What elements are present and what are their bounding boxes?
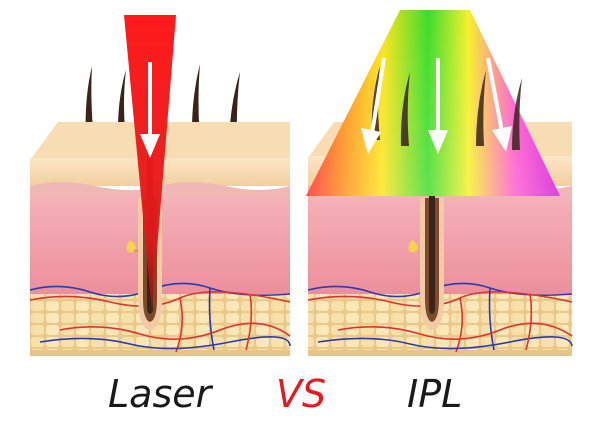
oil-drop-icon [126,240,136,253]
hair-strand-icon [512,78,522,150]
down-arrow-icon [140,62,160,158]
hair-strand-icon [476,70,486,146]
down-arrow-icon [486,57,512,152]
laser-blood-vessels [29,282,291,353]
hair-strand-icon [400,72,410,146]
down-arrow-icon [428,58,448,154]
laser-beam [124,15,176,312]
hair-strand-icon [85,66,94,140]
ipl-caption: IPL [407,372,463,416]
laser-caption: Laser [108,372,212,416]
down-arrow-icon [361,57,386,154]
vs-caption: VS [276,372,327,416]
oil-drop-icon [408,240,418,253]
laser-skin-block [29,15,291,356]
hair-strand-icon [191,64,200,140]
ipl-skin-block [306,10,573,356]
